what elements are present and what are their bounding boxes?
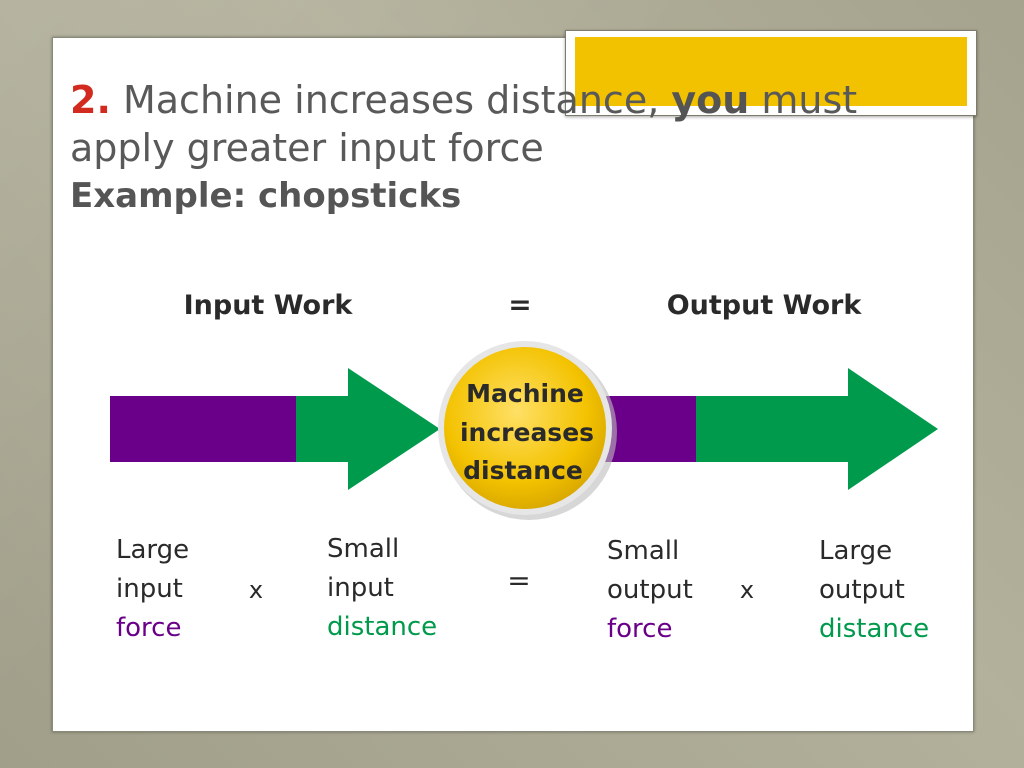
output-work-label: Output Work	[667, 290, 863, 321]
large-input-force-3: force	[116, 613, 181, 643]
large-input-force-1: Large	[116, 535, 189, 565]
machine-circle	[438, 341, 612, 515]
large-output-distance-3: distance	[819, 614, 929, 644]
times-sign-1: x	[249, 576, 263, 604]
machine-label-line3: distance	[463, 456, 583, 485]
machine-label-line2: increases	[460, 418, 594, 447]
machine-label-line1: Machine	[466, 379, 584, 408]
small-input-distance-1: Small	[327, 534, 399, 564]
title-text-after: must	[761, 78, 858, 122]
small-output-force-2: output	[607, 575, 693, 605]
small-input-distance-3: distance	[327, 612, 437, 642]
title-number: 2.	[70, 78, 111, 122]
title-emphasis: you	[671, 78, 750, 122]
large-output-distance-2: output	[819, 575, 905, 605]
decorative-tab	[565, 30, 977, 116]
input-distance-arrow	[296, 368, 440, 490]
title-line-2: apply greater input force	[70, 126, 544, 170]
small-output-force-3: force	[607, 614, 672, 644]
slide-panel	[52, 30, 977, 732]
input-force-bar	[110, 396, 296, 462]
equals-top: =	[508, 288, 531, 321]
times-sign-2: x	[740, 576, 754, 604]
small-output-force-1: Small	[607, 536, 679, 566]
large-output-distance-1: Large	[819, 536, 892, 566]
large-input-force-2: input	[116, 574, 183, 604]
small-input-distance-2: input	[327, 573, 394, 603]
title-text-before: Machine increases distance,	[122, 78, 660, 122]
output-distance-arrow	[696, 368, 938, 490]
decorative-yellow-block	[575, 37, 967, 106]
slide-title: 2. Machine increases distance, you must …	[70, 76, 950, 220]
title-line-1: 2. Machine increases distance, you must	[70, 76, 950, 124]
input-work-label: Input Work	[184, 290, 354, 321]
output-force-bar	[604, 396, 696, 462]
example-text: Example: chopsticks	[70, 176, 462, 216]
equals-bottom: =	[507, 564, 530, 597]
